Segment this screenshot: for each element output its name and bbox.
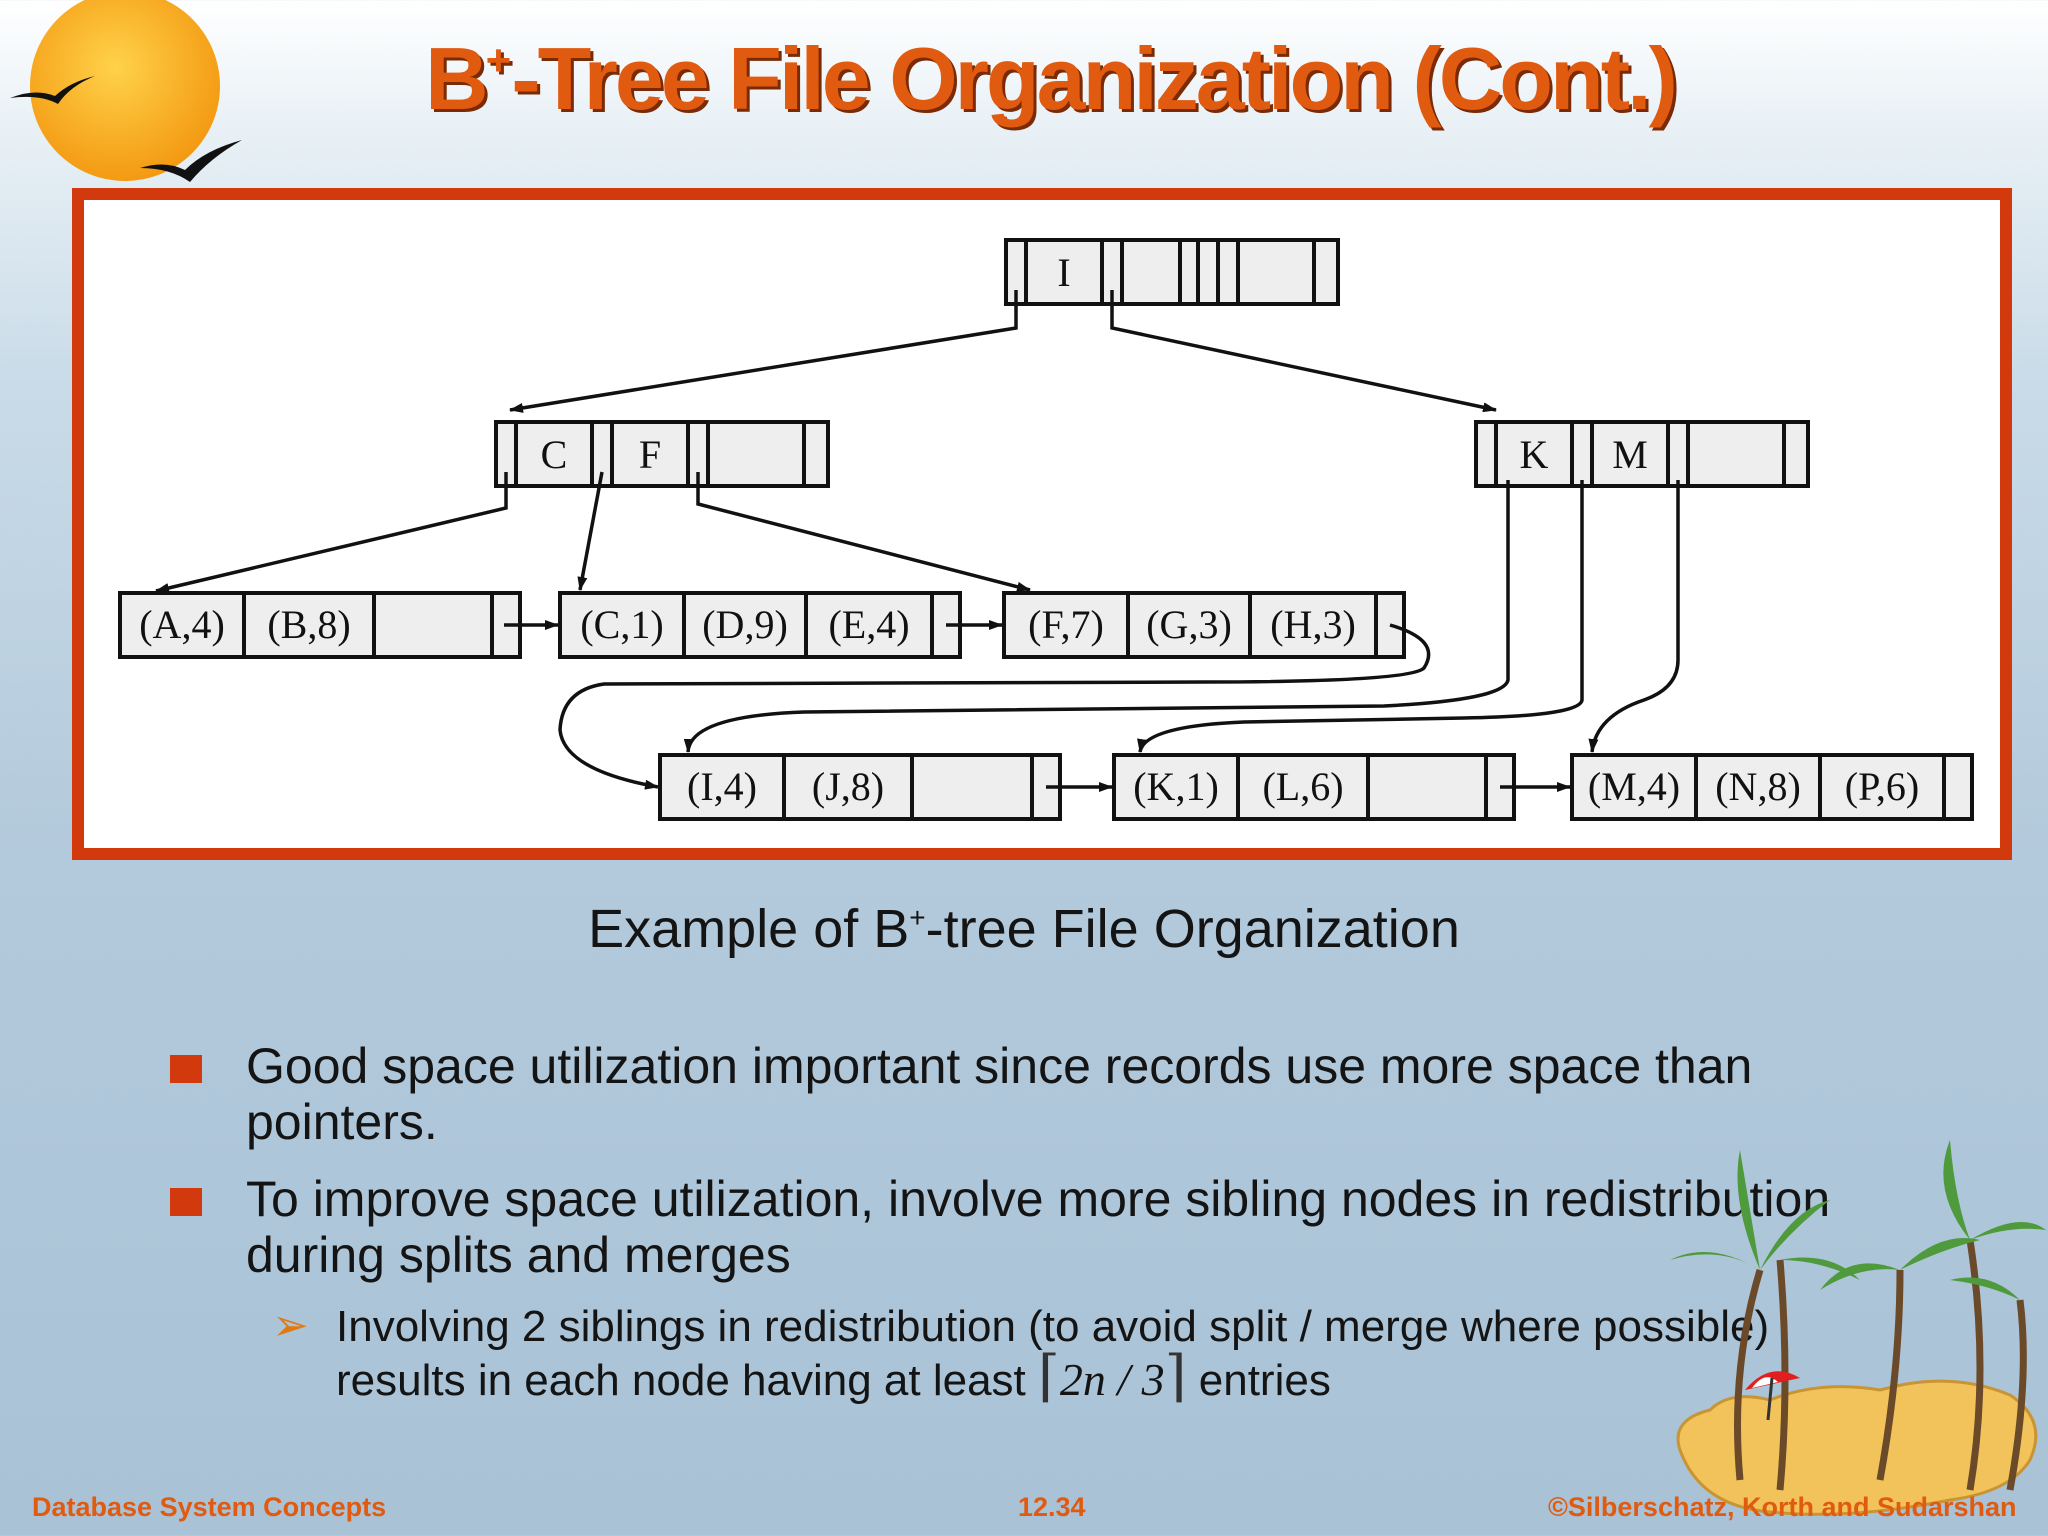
footer-right: ©Silberschatz, Korth and Sudarshan (1548, 1492, 2017, 1522)
leaf-record: (G,3) (1146, 602, 1232, 647)
internal-key: F (639, 432, 661, 477)
leaf-node (1570, 753, 1974, 821)
btree-figure: I C F K M (A,4) (B,8) (C,1) (D,9) (E,4) … (72, 188, 2012, 860)
leaf-record: (B,8) (267, 602, 350, 647)
bullet-text: Good space utilization important since r… (246, 1038, 1753, 1150)
leaf-record: (A,4) (139, 602, 225, 647)
root-key: I (1057, 250, 1070, 295)
sub-bullet-text: Involving 2 siblings in redistribution (… (336, 1302, 1770, 1408)
leaf-record: (P,6) (1845, 764, 1919, 809)
leaf-node (558, 591, 962, 659)
leaf-record: (E,4) (828, 602, 909, 647)
leaf-record: (K,1) (1133, 764, 1219, 809)
internal-key: M (1612, 432, 1648, 477)
leaf-record: (I,4) (687, 764, 757, 809)
slide-title: B+-Tree File Organization (Cont.) (425, 29, 1678, 128)
leaf-record: (J,8) (812, 764, 884, 809)
leaf-record: (M,4) (1588, 764, 1680, 809)
leaf-record: (L,6) (1262, 764, 1343, 809)
sun-birds-logo (10, 0, 242, 182)
leaf-node (118, 591, 522, 659)
leaf-record: (H,3) (1270, 602, 1356, 647)
slide-number: 12.34 (1018, 1492, 1086, 1522)
bullet-text: To improve space utilization, involve mo… (246, 1171, 1831, 1283)
palm-island-illustration (1670, 1140, 2046, 1516)
leaf-record: (F,7) (1028, 602, 1104, 647)
root-node (1004, 238, 1340, 306)
internal-key: K (1520, 432, 1549, 477)
ceiling-formula: ⌈2n / 3⌉ (1038, 1346, 1187, 1408)
arrow-bullet-icon: ➢ (272, 1301, 309, 1350)
footer-left: Database System Concepts (32, 1492, 387, 1522)
internal-key: C (541, 432, 568, 477)
internal-node-right (1474, 420, 1810, 488)
leaf-record: (D,9) (702, 602, 788, 647)
leaf-record: (C,1) (580, 602, 663, 647)
btree-diagram: I C F K M (A,4) (B,8) (C,1) (D,9) (E,4) … (118, 238, 1974, 821)
leaf-node (658, 753, 1062, 821)
leaf-record: (N,8) (1715, 764, 1801, 809)
figure-caption: Example of B+-tree File Organization (588, 899, 1460, 959)
leaf-node (1002, 591, 1406, 659)
internal-node-left (494, 420, 830, 488)
